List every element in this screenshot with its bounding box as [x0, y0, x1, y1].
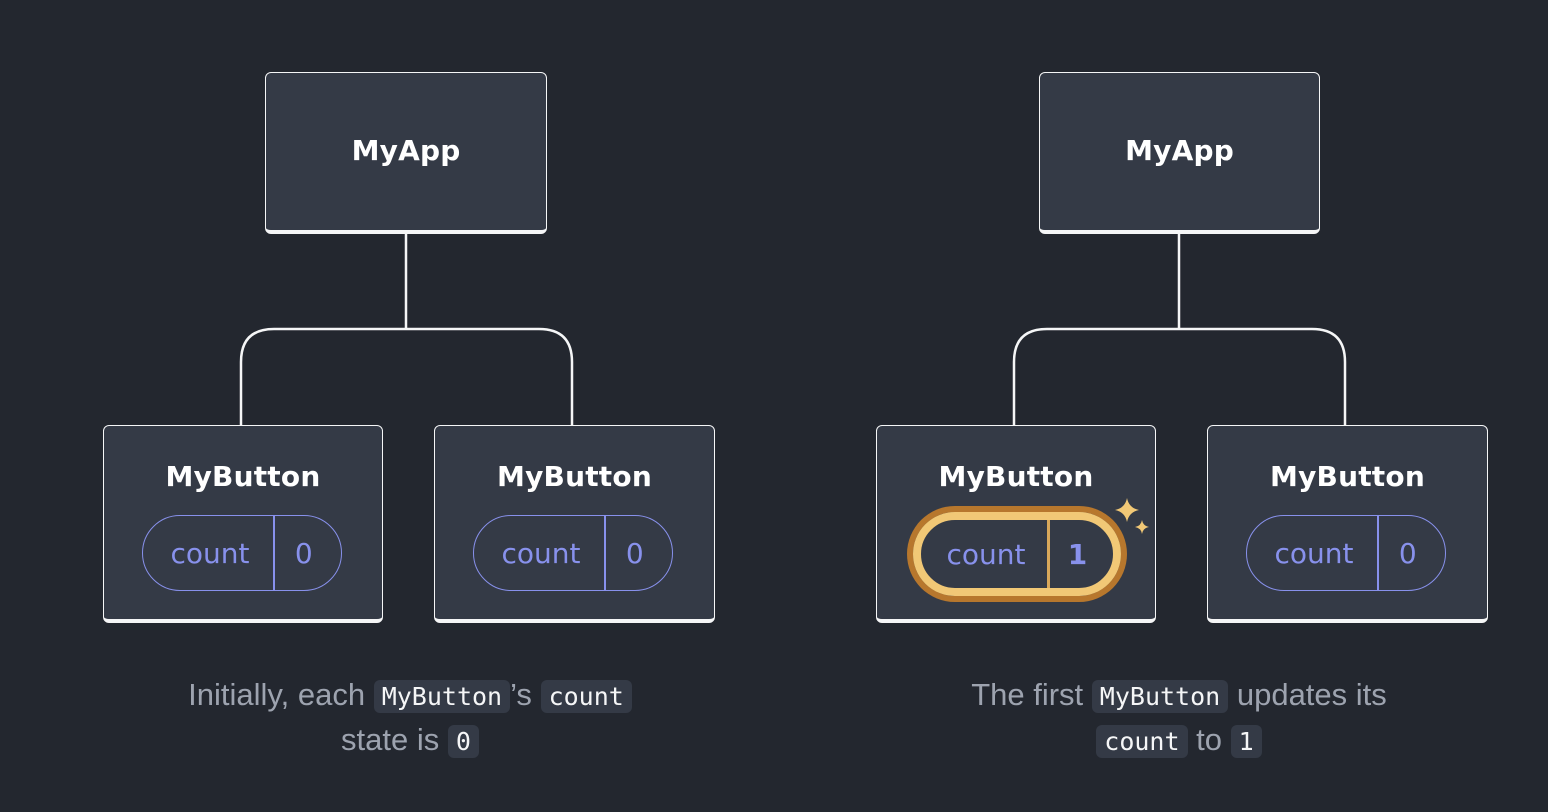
- state-value: 0: [1398, 536, 1417, 570]
- node-title: MyButton: [938, 460, 1094, 493]
- mybutton-node: MyButton count 1: [876, 425, 1156, 623]
- node-title: MyApp: [1125, 134, 1234, 167]
- state-divider: [604, 516, 606, 590]
- state-label: count: [1274, 536, 1354, 570]
- state-value: 0: [294, 536, 313, 570]
- myapp-node: MyApp: [1039, 72, 1320, 234]
- caption-line: count to 1: [869, 718, 1489, 763]
- caption-line: state is 0: [100, 718, 720, 763]
- state-divider: [273, 516, 275, 590]
- tree-connectors: [239, 233, 574, 425]
- state-pill: count 0: [142, 515, 342, 591]
- sparkle-icon: [1115, 498, 1149, 534]
- caption: Initially, each MyButton’s count state i…: [100, 673, 720, 763]
- inline-code: 0: [447, 725, 479, 758]
- state-label: count: [501, 536, 581, 570]
- caption-line: Initially, each MyButton’s count: [100, 673, 720, 718]
- caption-text: to: [1196, 722, 1223, 757]
- caption-text: The first: [971, 677, 1084, 712]
- node-title: MyButton: [1270, 460, 1425, 493]
- inline-code: count: [540, 680, 632, 713]
- caption-text: state is: [341, 722, 440, 757]
- mybutton-node: MyButton count 0: [1207, 425, 1488, 623]
- state-value: 0: [625, 536, 644, 570]
- diagram-initial: MyApp MyButton count 0 MyButton count 0 …: [100, 72, 720, 763]
- caption-text: Initially, each: [188, 677, 366, 712]
- inline-code: MyButton: [1091, 680, 1229, 713]
- state-divider: [1377, 516, 1379, 590]
- state-label: count: [946, 537, 1026, 571]
- state-pill: count 0: [473, 515, 673, 591]
- node-title: MyButton: [165, 460, 321, 493]
- state-label: count: [170, 536, 250, 570]
- node-title: MyButton: [497, 460, 652, 493]
- inline-code: 1: [1230, 725, 1262, 758]
- state-pill: count 0: [1246, 515, 1446, 591]
- tree-connectors: [1012, 233, 1347, 425]
- diagram-updated: MyApp MyButton count 1 MyButton count 0 …: [774, 0, 1548, 812]
- inline-code: count: [1096, 725, 1188, 758]
- state-pill-highlighted: count 1: [913, 512, 1121, 596]
- mybutton-node: MyButton count 0: [434, 425, 715, 623]
- state-value: 1: [1067, 537, 1088, 571]
- state-divider: [1047, 520, 1050, 588]
- inline-code: MyButton: [373, 680, 511, 713]
- caption-text: ’s: [510, 677, 532, 712]
- caption: The first MyButton updates its count to …: [869, 673, 1489, 763]
- node-title: MyApp: [351, 134, 461, 167]
- caption-text: updates its: [1236, 677, 1387, 712]
- mybutton-node: MyButton count 0: [103, 425, 383, 623]
- myapp-node: MyApp: [265, 72, 547, 234]
- caption-line: The first MyButton updates its: [869, 673, 1489, 718]
